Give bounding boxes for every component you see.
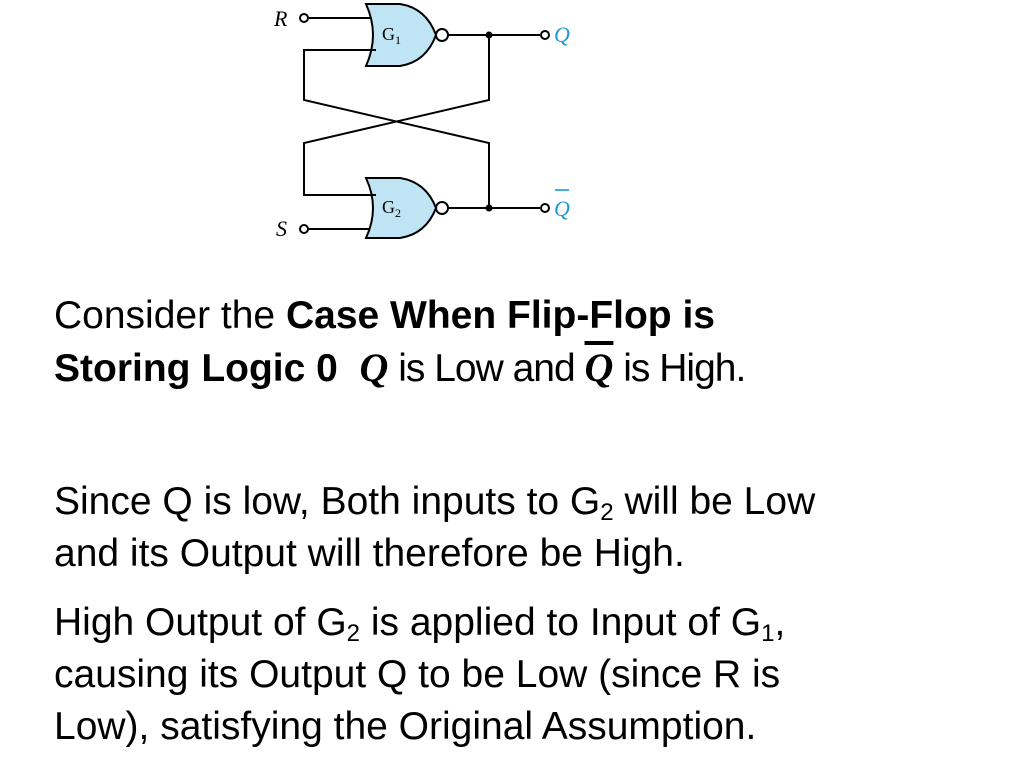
p2-line1-b: will be Low — [613, 480, 816, 523]
p1-is-high: is High. — [613, 347, 746, 390]
paragraph-q-low-explanation: Since Q is low, Both inputs to G2 will b… — [54, 476, 815, 580]
rs-flip-flop-diagram: R S G1 G2 Q Q — [273, 3, 570, 241]
input-s-terminal — [299, 224, 309, 234]
gate-g2-label: G2 — [382, 197, 401, 220]
gate-g1-inverter-bubble — [435, 28, 449, 42]
gate-g2-nor — [364, 177, 438, 239]
p2-line1-sub: 2 — [600, 499, 614, 526]
p3-line1-sub1: 2 — [346, 620, 361, 647]
p1-intro: Consider the — [54, 294, 286, 337]
paragraph-high-output-explanation: High Output of G2 is applied to Input of… — [54, 597, 785, 753]
p1-bold-heading-line2: Storing Logic 0 — [54, 347, 338, 390]
output-q-label: Q — [554, 22, 570, 47]
p1-is-low-and: is Low and — [388, 347, 585, 390]
p3-line1-c: , — [774, 601, 786, 644]
feedback-wire-g2-to-g1 — [303, 49, 490, 208]
gate-g1-nor — [364, 3, 438, 67]
output-qbar-terminal — [540, 203, 550, 213]
p2-line2: and its Output will therefore be High. — [54, 532, 685, 575]
p3-line3: Low), satisfying the Original Assumption… — [54, 705, 757, 748]
input-s-label: S — [276, 216, 287, 241]
feedback-wire-g1-to-g2 — [303, 35, 490, 196]
p1-bold-heading-line1: Case When Flip-Flop is — [285, 294, 715, 337]
output-qbar-label: Q — [554, 196, 570, 221]
gate-g1-label: G1 — [382, 24, 401, 47]
p3-line1-b: is applied to Input of G — [360, 601, 762, 644]
p1-qbar-symbol: Q — [584, 345, 614, 390]
paragraph-case-storing-logic-0: Consider the Case When Flip-Flop is Stori… — [54, 290, 746, 395]
gate-g2-inverter-bubble — [435, 201, 449, 215]
p3-line1-a: High Output of G — [54, 601, 347, 644]
p1-q-symbol: Q — [359, 345, 389, 390]
output-q-terminal — [540, 30, 550, 40]
p2-line1-a: Since Q is low, Both inputs to G — [54, 480, 601, 523]
input-r-label: R — [273, 6, 288, 31]
p3-line2: causing its Output Q to be Low (since R … — [54, 653, 781, 696]
input-r-terminal — [299, 13, 309, 23]
p3-line1-sub2: 1 — [761, 620, 775, 647]
